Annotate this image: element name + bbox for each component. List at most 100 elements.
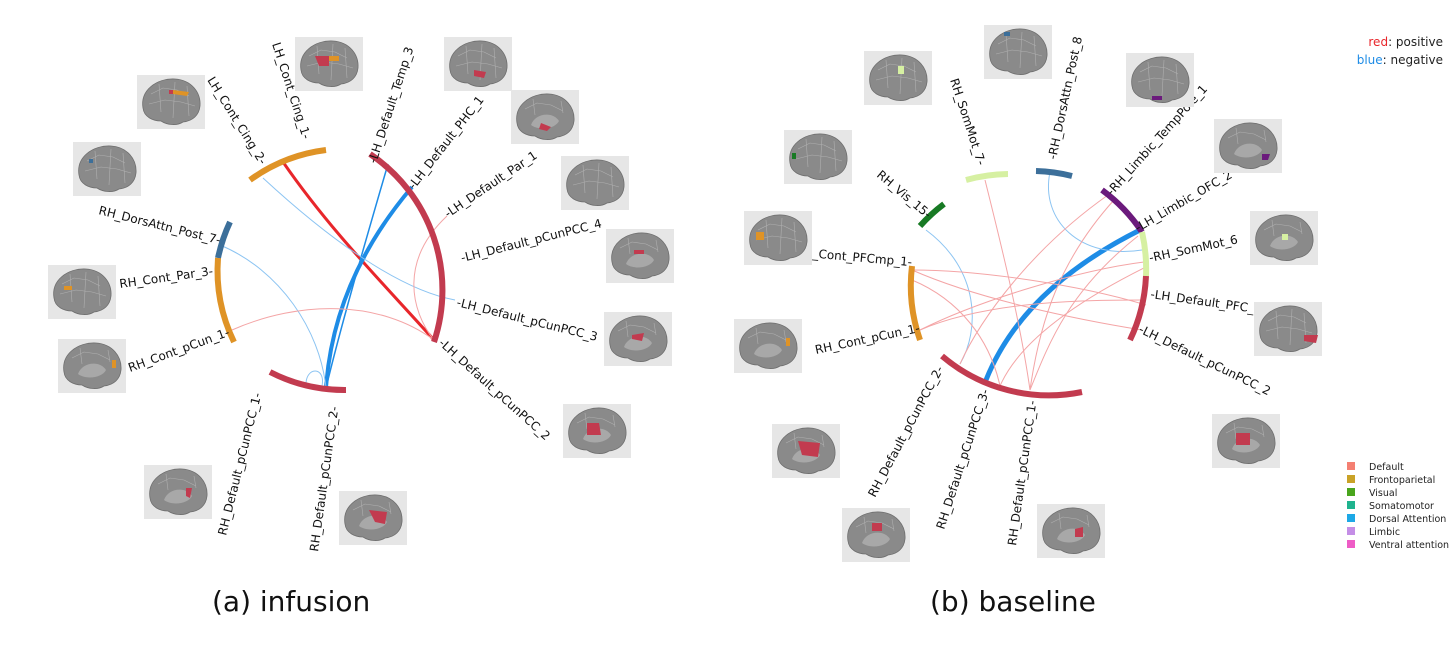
brain-image xyxy=(72,141,142,197)
edge-sommot7-pcunpcc1 xyxy=(984,179,1031,391)
brain-image xyxy=(743,210,813,266)
arc-rh-sommot-6 xyxy=(1139,231,1150,277)
node-arcs xyxy=(907,168,1150,399)
label-rh-cont-pfcmp-1: RH_Cont_PFCmp_1- xyxy=(795,245,913,269)
positive-key: red: positive xyxy=(1368,35,1443,49)
legend-swatch xyxy=(1347,488,1355,496)
edge-self-pcunpcc xyxy=(305,370,323,387)
red-word: red xyxy=(1368,35,1388,49)
edge-pcun1-pfc2 xyxy=(919,299,1147,331)
edge-sommot6-pcunpcc3 xyxy=(999,267,1145,387)
brain-image xyxy=(841,507,911,563)
brain-thumbnails xyxy=(733,24,1323,563)
label-rh-cont-pcun-1: RH_Cont_pCun_1- xyxy=(126,325,231,375)
label-rh-default-pcunpcc-3: RH_Default_pCunPCC_3- xyxy=(934,387,993,531)
arc-lh-default xyxy=(368,151,446,343)
brain-image xyxy=(510,89,580,145)
arc-rh-default-pcunpcc xyxy=(940,353,1083,399)
panel-infusion: LH_Cont_Cing_1- LH_Cont_Cing_2- RH_DorsA… xyxy=(47,36,675,618)
edge-dorsattn8-sommot6 xyxy=(1048,171,1143,252)
brain-image xyxy=(783,129,853,185)
label-lh-default-pcunpcc-4: -LH_Default_pCunPCC_4 xyxy=(459,216,603,265)
label-lh-default-phc-1: -LH_Default_PHC_1 xyxy=(405,93,486,192)
brain-image xyxy=(136,74,206,130)
legend-label: Visual xyxy=(1369,488,1397,499)
label-lh-default-par-1: -LH_Default_Par_1 xyxy=(442,148,540,220)
brain-thumbnails xyxy=(47,36,675,546)
brain-image xyxy=(733,318,803,374)
blue-word: blue xyxy=(1357,53,1383,67)
label-lh-default-temp-3: -LH_Default_Temp_3 xyxy=(366,45,417,165)
legend-label: Dorsal Attention xyxy=(1369,514,1446,525)
brain-image xyxy=(1249,210,1319,266)
legend-swatch xyxy=(1347,514,1355,522)
legend-swatch xyxy=(1347,540,1355,548)
brain-image xyxy=(1036,503,1106,559)
label-lh-default-pfc-2: -LH_Default_PFC_2 xyxy=(1150,287,1263,316)
negative-text: : negative xyxy=(1383,53,1443,67)
legend-swatch xyxy=(1347,501,1355,509)
network-legend: Default Frontoparietal Visual Somatomoto… xyxy=(1347,462,1449,551)
label-rh-cont-pcun-1: RH_Cont_pCun_1- xyxy=(814,321,921,357)
arc-limbic xyxy=(1100,187,1145,234)
edge-dorsattn7-pcunpcc2r xyxy=(219,244,327,389)
legend-label: Ventral attention xyxy=(1369,540,1449,551)
panel-caption-infusion: (a) infusion xyxy=(212,585,370,618)
brain-image xyxy=(605,228,675,284)
edge-pcun1-pcunpcc2l xyxy=(231,308,435,341)
legend-label: Default xyxy=(1369,462,1404,473)
arc-rh-dorsattn-post-8 xyxy=(1035,168,1073,179)
arc-rh-vis-15 xyxy=(917,201,946,229)
label-rh-sommot-6: -RH_SomMot_6 xyxy=(1148,232,1239,264)
arc-rh-sommot-7 xyxy=(965,171,1009,183)
chord-links xyxy=(911,171,1147,391)
label-lh-default-pcunpcc-2: -LH_Default_pCunPCC_2 xyxy=(436,336,553,443)
panel-caption-baseline: (b) baseline xyxy=(930,585,1096,618)
edge-pfcmp1-pcunpcc3 xyxy=(911,279,1001,387)
edge-vis15-pcunpcc2 xyxy=(925,229,973,365)
legend-label: Frontoparietal xyxy=(1369,475,1435,486)
label-rh-default-pcunpcc-2: RH_Default_pCunPCC_2- xyxy=(865,364,946,500)
chord-links xyxy=(219,161,456,389)
brain-image xyxy=(338,490,408,546)
edge-ofc2-pcunpcc3 xyxy=(983,227,1142,381)
legend-label: Somatomotor xyxy=(1369,501,1434,512)
label-rh-dorsattn-post-7: RH_DorsAttn_Post_7- xyxy=(97,203,222,247)
label-rh-default-pcunpcc-1: RH_Default_pCunPCC_1- xyxy=(1005,400,1039,547)
legend-swatch xyxy=(1347,527,1355,535)
arc-rh-cont xyxy=(907,265,923,341)
brain-image xyxy=(1253,301,1323,357)
brain-image xyxy=(443,36,513,92)
arc-lh-default xyxy=(1127,275,1149,342)
node-labels: RH_SomMot_7- -RH_DorsAttn_Post_8 RH_Vis_… xyxy=(795,35,1273,546)
label-lh-cont-cing-2: LH_Cont_Cing_2- xyxy=(204,74,269,167)
label-lh-default-pcunpcc-2b: -LH_Default_pCunPCC_2 xyxy=(1137,322,1273,398)
label-rh-sommot-7: RH_SomMot_7- xyxy=(947,77,988,167)
brain-image xyxy=(560,155,630,211)
edge-cing2-pcunpcc3 xyxy=(262,177,456,301)
panel-baseline: RH_SomMot_7- -RH_DorsAttn_Post_8 RH_Vis_… xyxy=(733,24,1323,618)
brain-image xyxy=(294,36,364,92)
arc-lh-cont-cing xyxy=(248,147,327,183)
edge-ofc2-pcunpcc1 xyxy=(1029,235,1139,391)
label-rh-default-pcunpcc-1: RH_Default_pCunPCC_1- xyxy=(215,391,264,536)
legend-swatch xyxy=(1347,475,1355,483)
brain-image xyxy=(1211,413,1281,469)
positive-text: : positive xyxy=(1388,35,1443,49)
edge-pfcmp1-pcunpcc2 xyxy=(911,269,1143,331)
legend-swatch xyxy=(1347,462,1355,470)
brain-image xyxy=(143,464,213,520)
arc-rh-cont-par-pcun xyxy=(214,257,237,344)
legend-label: Limbic xyxy=(1369,527,1400,538)
edge-tempole1-pcunpcc2 xyxy=(959,194,1109,365)
brain-image xyxy=(1125,52,1195,108)
edge-pfcmp1-pfc2 xyxy=(911,269,1147,306)
brain-image xyxy=(771,423,841,479)
brain-image xyxy=(1213,118,1283,174)
brain-image xyxy=(983,24,1053,80)
sign-key: red: positive blue: negative xyxy=(1357,35,1443,67)
label-lh-default-pcunpcc-3: -LH_Default_pCunPCC_3 xyxy=(455,295,599,344)
edge-temp3-pcunpcc2r xyxy=(325,163,389,389)
arc-rh-default-pcunpcc xyxy=(268,369,347,394)
node-arcs xyxy=(214,147,446,394)
